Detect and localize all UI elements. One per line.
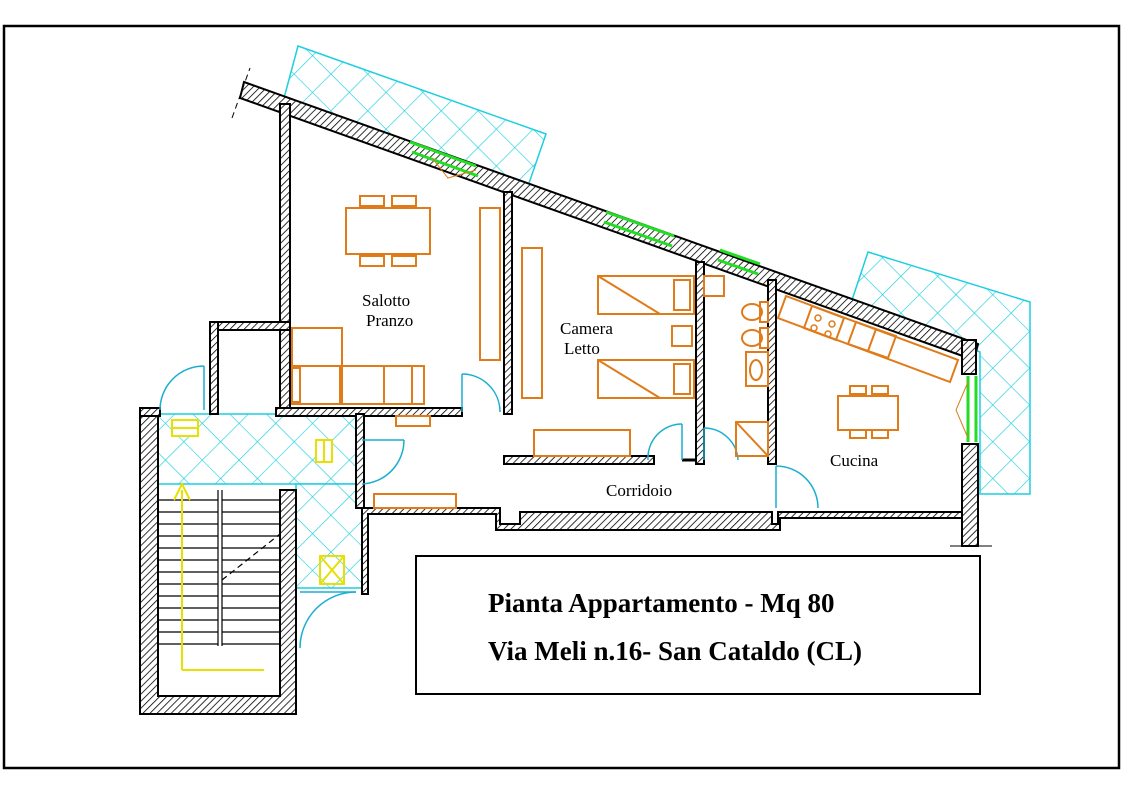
bathroom-fixtures xyxy=(703,275,769,457)
wall-landing-east xyxy=(355,413,365,509)
bed-upper xyxy=(597,275,695,315)
door-entrance-stair xyxy=(159,365,205,411)
title-line-1: Pianta Appartamento - Mq 80 xyxy=(488,588,835,618)
label-bedroom-1: Camera xyxy=(560,319,613,338)
kitchen-table xyxy=(837,385,899,439)
label-corridor: Corridoio xyxy=(606,481,672,500)
stairs xyxy=(158,490,281,646)
wall-living-bedroom xyxy=(503,191,513,415)
wall-bedroom-south-a xyxy=(503,455,655,465)
desk-bedroom xyxy=(533,429,631,457)
window-living xyxy=(409,140,479,179)
wall-stairwell-top xyxy=(139,407,161,417)
door-kitchen xyxy=(775,465,819,509)
corridor-bench xyxy=(373,493,457,509)
kitchen-counter xyxy=(776,294,960,384)
label-kitchen: Cucina xyxy=(830,451,879,470)
wall-kitchen-east-top xyxy=(961,339,977,375)
wall-living-south xyxy=(275,407,463,417)
door-bath xyxy=(703,427,739,461)
wall-corridor-south xyxy=(361,507,963,595)
sideboard-living xyxy=(479,207,501,361)
page-frame xyxy=(2,24,1121,770)
door-bedroom xyxy=(647,423,683,461)
wall-niche-top xyxy=(211,321,291,331)
wall-kitchen-east-bottom xyxy=(961,443,979,547)
label-bedroom-2: Letto xyxy=(564,339,600,358)
wall-niche-left xyxy=(209,321,219,415)
wall-living-west xyxy=(279,103,291,415)
label-living-2: Pranzo xyxy=(366,311,413,330)
door-landing-corridor xyxy=(361,439,405,485)
title-line-2: Via Meli n.16- San Cataldo (CL) xyxy=(488,636,862,666)
window-bath xyxy=(717,248,761,276)
dining-table-living xyxy=(345,195,431,267)
wardrobe-bedroom xyxy=(521,247,543,399)
window-bedroom xyxy=(603,210,675,248)
wall-bedroom-bath xyxy=(695,261,705,465)
door-living xyxy=(461,373,501,413)
label-living-1: Salotto xyxy=(362,291,410,310)
landing-symbols xyxy=(171,419,345,585)
bed-lower xyxy=(597,359,695,399)
window-kitchen xyxy=(955,376,978,442)
stairs-direction-arrow xyxy=(173,481,264,671)
title-block: Pianta Appartamento - Mq 80 Via Meli n.1… xyxy=(415,555,981,695)
nightstand xyxy=(671,325,693,347)
wall-stairwell xyxy=(139,407,297,715)
wall-bath-kitchen xyxy=(767,279,777,465)
door-stair-exit xyxy=(299,591,357,649)
mat-living xyxy=(395,415,431,427)
balcony-kitchen xyxy=(851,251,1031,495)
sofa-living xyxy=(291,327,425,405)
